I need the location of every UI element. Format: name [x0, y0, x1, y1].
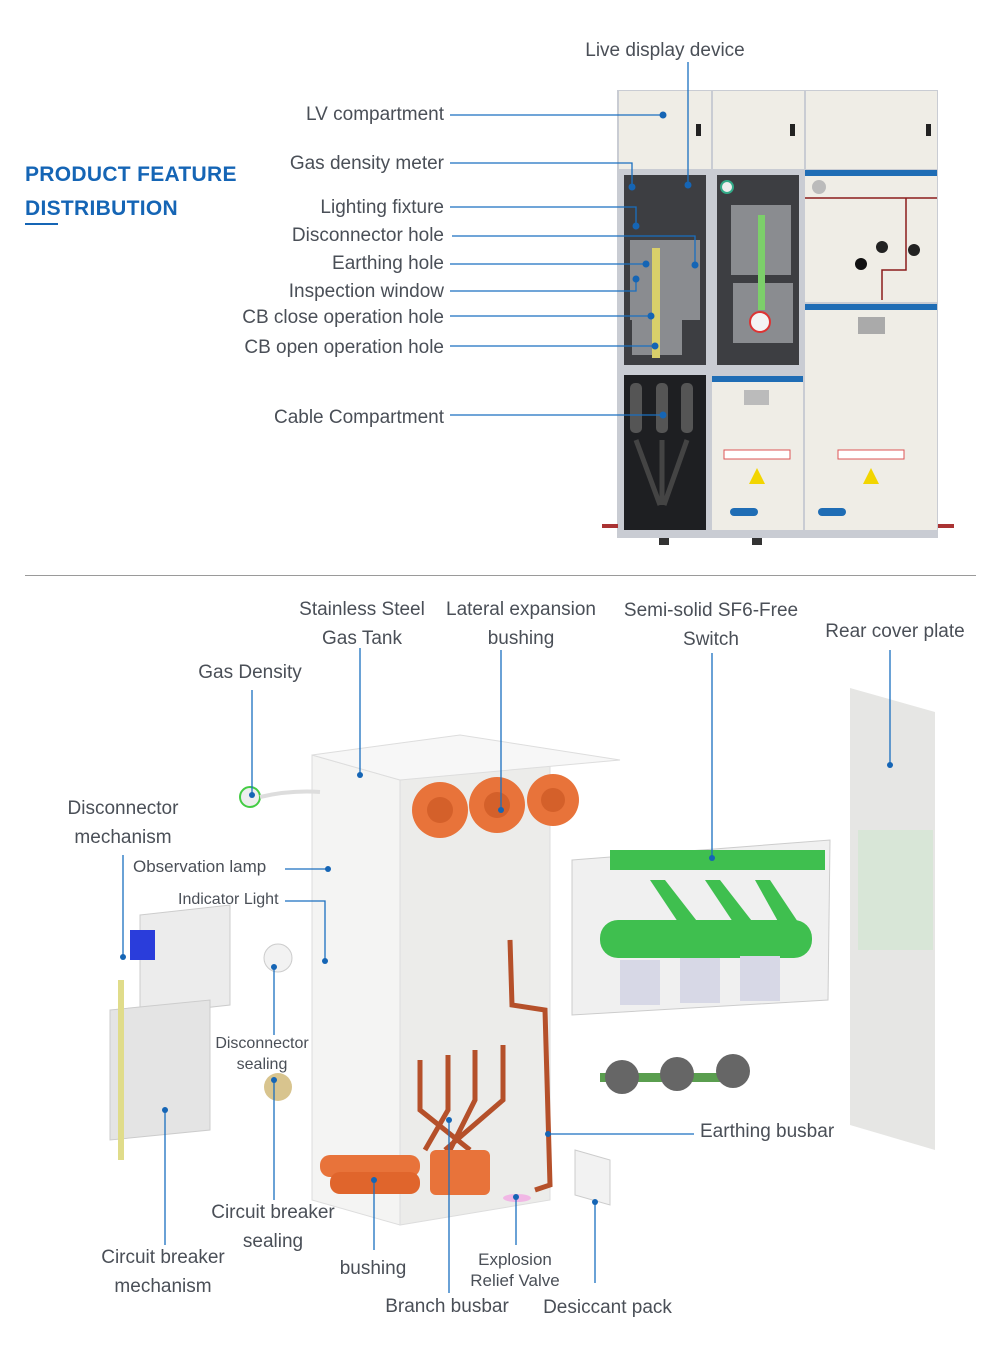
label-branch-busbar: Branch busbar — [385, 1296, 509, 1317]
label-line: mechanism — [114, 1276, 212, 1298]
gas-tank-shape — [311, 754, 401, 1226]
label-line: sealing — [236, 1056, 288, 1073]
leader-dots — [120, 111, 893, 1205]
label-rear-cover-plate: Rear cover plate — [825, 621, 965, 642]
label-stainless-steel-gas-tank: Stainless Steel Gas Tank — [287, 595, 437, 654]
label-cb-close-hole: CB close operation hole — [242, 307, 444, 328]
leader-lines — [122, 62, 891, 1293]
label-lateral-expansion-bushing: Lateral expansion bushing — [431, 595, 611, 654]
label-live-display-device: Live display device — [585, 40, 745, 61]
label-line: Switch — [683, 629, 739, 651]
branch-busbar-shape — [417, 1045, 506, 1152]
section-title: PRODUCT FEATURE DISTRIBUTION — [25, 158, 237, 226]
desiccant-pack-shape — [574, 1149, 611, 1206]
label-indicator-light: Indicator Light — [178, 891, 279, 908]
label-disconnector-hole: Disconnector hole — [291, 225, 444, 246]
label-explosion-relief-valve: Explosion Relief Valve — [455, 1249, 575, 1291]
label-cable-compartment: Cable Compartment — [273, 407, 444, 428]
label-circuit-breaker-sealing: Circuit breaker sealing — [198, 1198, 348, 1257]
mechanisms-shape — [109, 786, 321, 1160]
label-disconnector-mechanism: Disconnector mechanism — [48, 794, 198, 853]
label-desiccant-pack: Desiccant pack — [543, 1297, 672, 1318]
label-lighting-fixture: Lighting fixture — [320, 197, 444, 218]
title-line-1: PRODUCT FEATURE — [25, 163, 237, 186]
label-observation-lamp: Observation lamp — [133, 857, 267, 876]
label-line: sealing — [242, 1231, 304, 1253]
label-sf6-free-switch: Semi-solid SF6-Free Switch — [611, 596, 811, 655]
label-lv-compartment: LV compartment — [306, 104, 444, 125]
label-line: Disconnector — [67, 798, 179, 819]
lateral-bushings — [412, 774, 579, 838]
sf6-free-switch-shape — [571, 839, 831, 1094]
label-line: mechanism — [74, 827, 172, 849]
label-line: Stainless Steel — [299, 599, 425, 620]
title-line-2: DISTRIBUTION — [25, 197, 178, 220]
label-earthing-busbar: Earthing busbar — [700, 1121, 835, 1142]
label-line: Semi-solid SF6-Free — [623, 600, 799, 621]
label-line: Circuit breaker — [211, 1202, 335, 1223]
label-line: Lateral expansion — [446, 599, 596, 620]
earthing-busbar-shape — [507, 939, 553, 1193]
label-inspection-window: Inspection window — [288, 281, 444, 302]
label-earthing-hole: Earthing hole — [332, 253, 444, 274]
label-bushing: bushing — [339, 1258, 407, 1279]
label-gas-density: Gas Density — [198, 662, 302, 683]
section-divider — [25, 575, 976, 576]
label-circuit-breaker-mechanism: Circuit breaker mechanism — [88, 1243, 238, 1302]
label-disconnector-sealing: Disconnector sealing — [212, 1033, 312, 1075]
bushing-shape — [320, 1155, 420, 1177]
label-cb-open-hole: CB open operation hole — [244, 337, 444, 358]
label-line: Gas Tank — [322, 628, 402, 650]
label-line: Circuit breaker — [101, 1247, 225, 1268]
title-underline — [25, 223, 58, 225]
exploded-view — [109, 688, 935, 1226]
label-line: bushing — [487, 628, 555, 650]
label-gas-density-meter: Gas density meter — [289, 153, 444, 174]
label-line: Disconnector — [215, 1035, 309, 1052]
label-line: Explosion — [478, 1250, 552, 1269]
label-line: Relief Valve — [470, 1271, 560, 1290]
switchgear-cabinet — [602, 90, 954, 545]
